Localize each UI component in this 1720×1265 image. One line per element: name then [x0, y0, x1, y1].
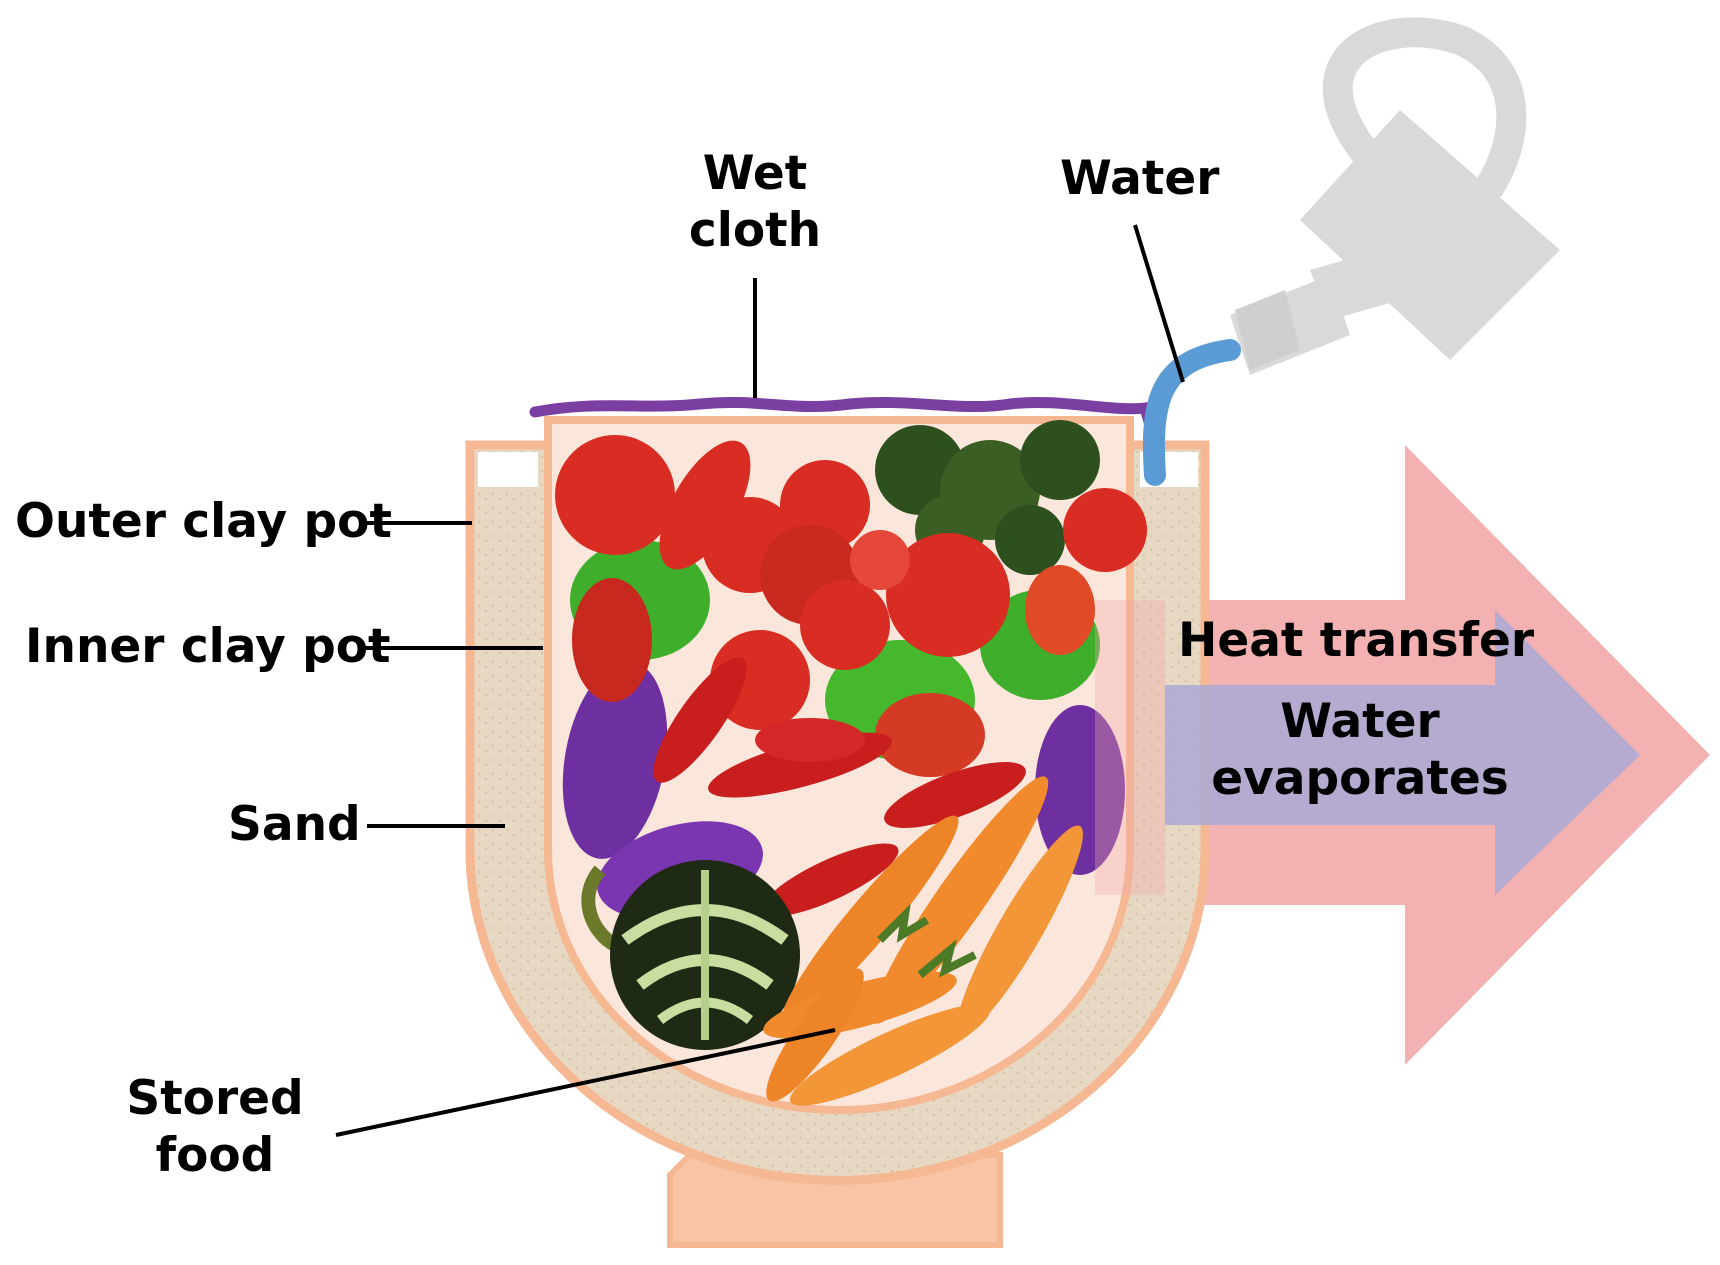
- stored-food: [555, 420, 1147, 1106]
- outer-clay-pot-label: Outer clay pot: [15, 494, 392, 549]
- chili-icon: [653, 657, 1026, 917]
- wet-cloth: [529, 396, 1156, 431]
- wet-cloth-label: Wet cloth: [688, 146, 822, 259]
- water-evaporates-label: Water evaporates: [1211, 694, 1509, 807]
- cabbage-icon: [610, 860, 800, 1050]
- stored-food-leader: [335, 1028, 836, 1137]
- stored-food-label: Stored food: [126, 1071, 304, 1184]
- water-label: Water: [1060, 151, 1220, 206]
- water-evaporates-arrow: [1165, 610, 1640, 895]
- tomato-icon: [555, 435, 1147, 730]
- carrot-icon: [763, 776, 1083, 1106]
- water-leader: [1133, 224, 1185, 383]
- watering-can-icon: [1230, 17, 1560, 375]
- inner-clay-pot-label: Inner clay pot: [25, 619, 391, 674]
- pepper-icon: [570, 540, 1100, 777]
- sand-label: Sand: [228, 797, 361, 852]
- heat-transfer-label: Heat transfer: [1178, 613, 1535, 668]
- parsley-icon: [875, 420, 1100, 575]
- water-stream: [1142, 339, 1241, 486]
